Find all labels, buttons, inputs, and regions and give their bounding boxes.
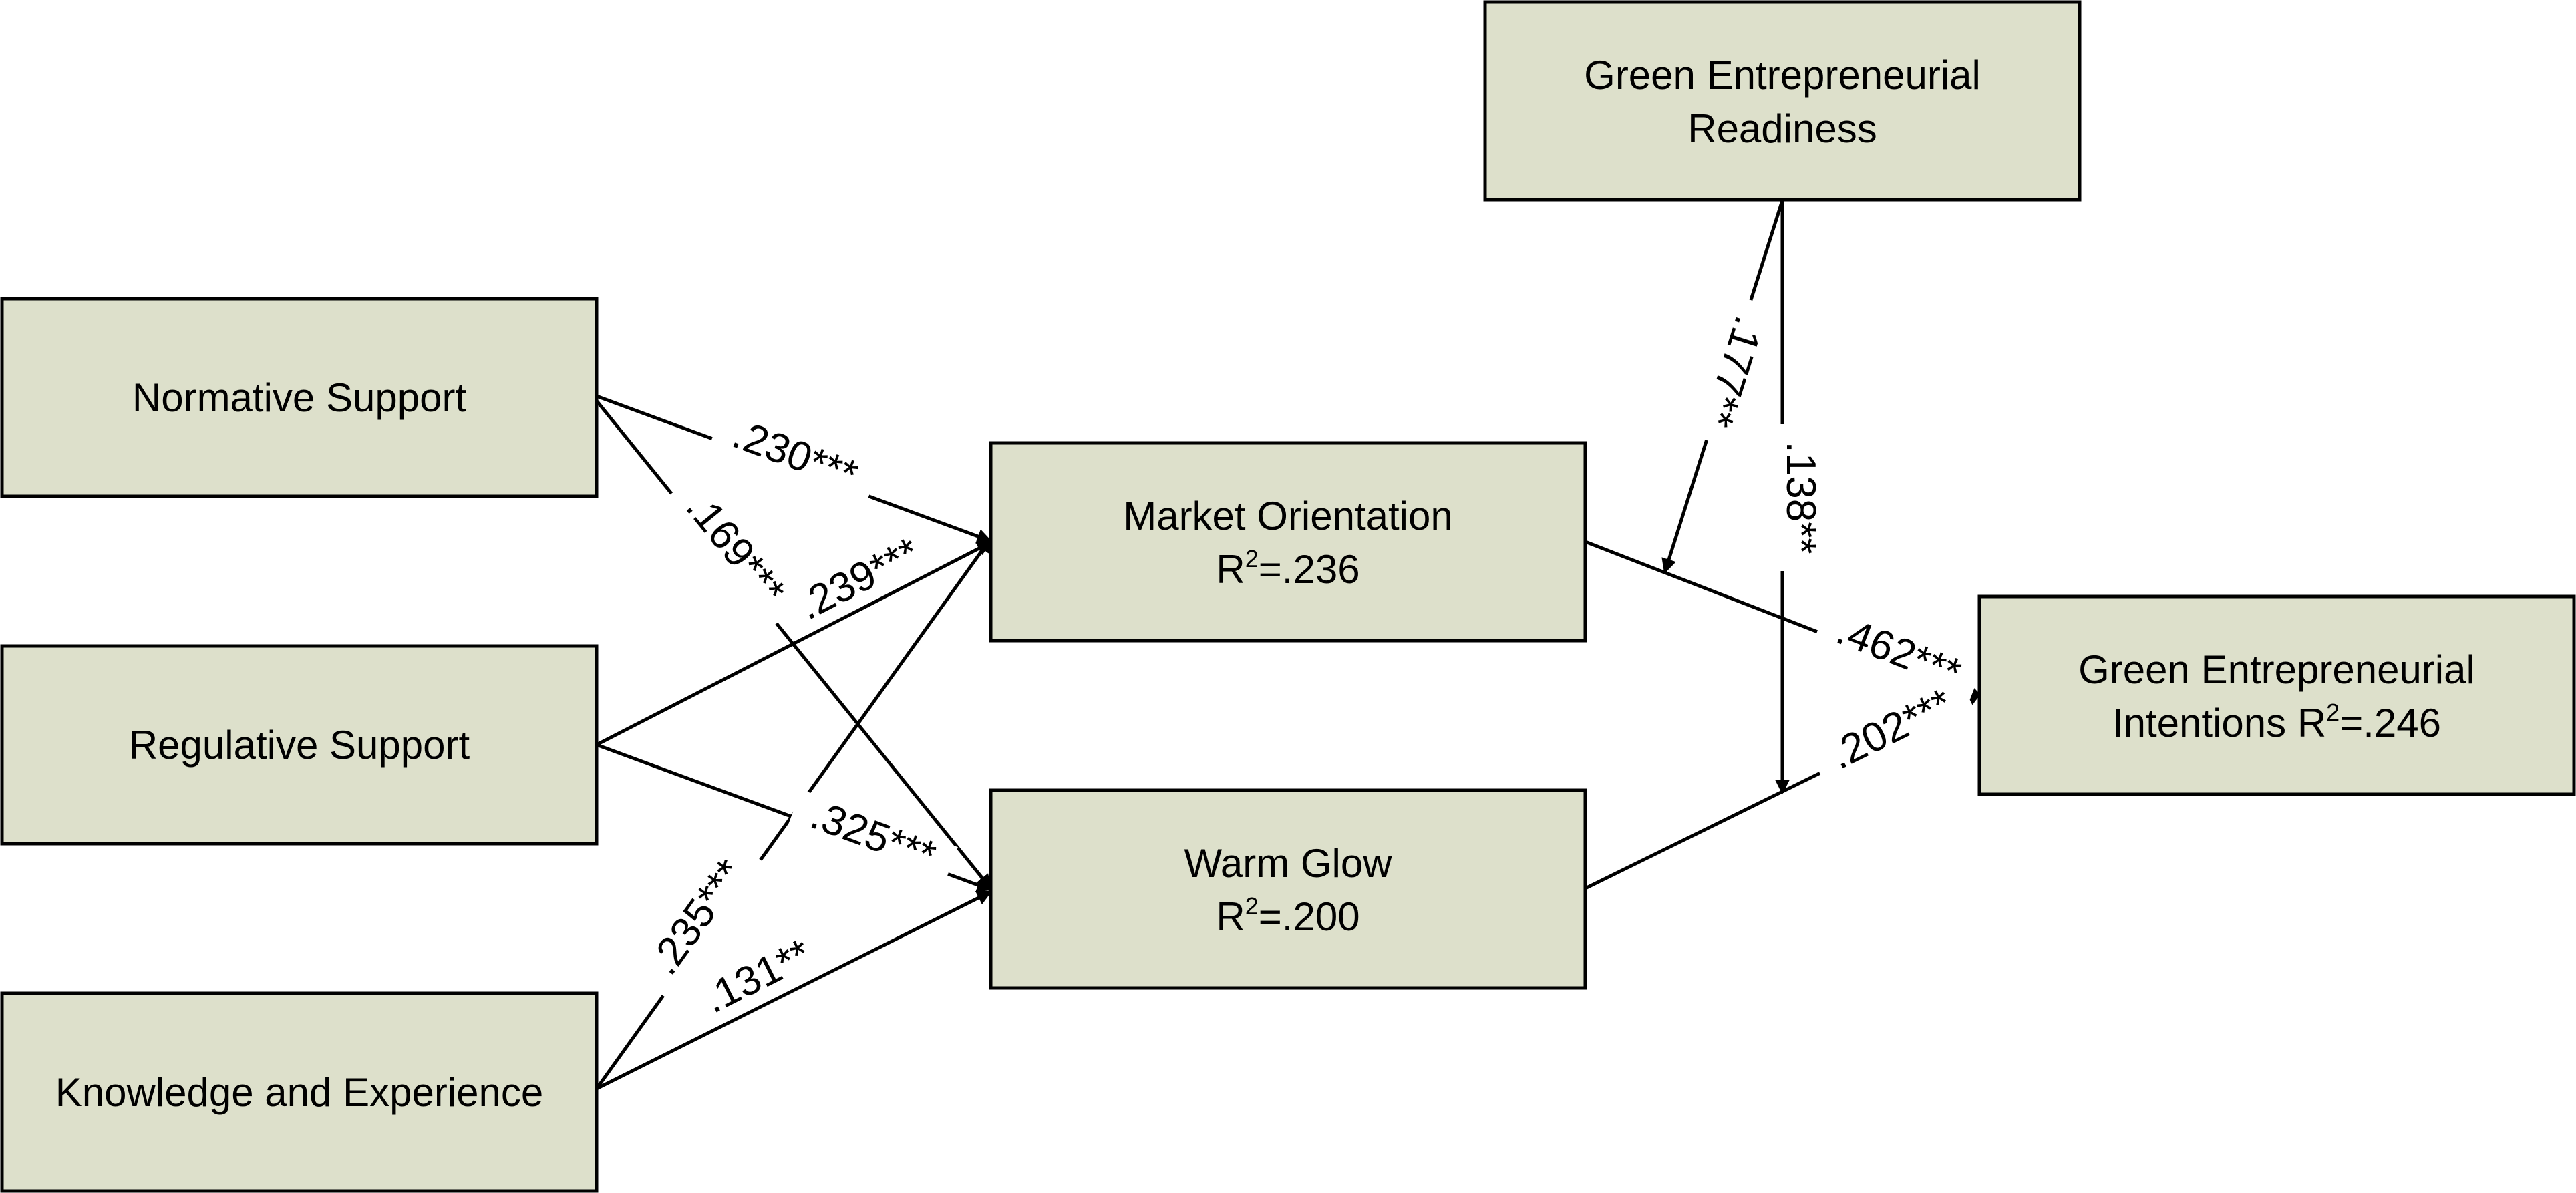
node-knowledge-experience: Knowledge and Experience bbox=[0, 991, 599, 1193]
node-regulative-support-label: Regulative Support bbox=[129, 723, 470, 768]
node-warm-glow-label: Warm Glow bbox=[1184, 841, 1392, 886]
node-market-orientation: Market Orientation R2=.236 bbox=[989, 441, 1587, 643]
node-market-orientation-label: Market Orientation bbox=[1123, 494, 1453, 538]
node-green-entrepreneurial-readiness: Green Entrepreneurial Readiness bbox=[1483, 0, 2082, 202]
node-green-entrepreneurial-intentions: Green Entrepreneurial Intentions R2=.246 bbox=[1977, 594, 2576, 796]
node-normative-support: Normative Support bbox=[0, 297, 599, 498]
node-readiness-label-line2: Readiness bbox=[1687, 106, 1877, 151]
label-readiness-moderates-market: .177** bbox=[1694, 311, 1772, 432]
edge-regulative-to-market bbox=[595, 540, 993, 747]
label-regulative-to-market: .239*** bbox=[791, 529, 927, 629]
node-intentions-label-line1: Green Entrepreneurial bbox=[2078, 647, 2475, 692]
node-normative-support-label: Normative Support bbox=[132, 375, 467, 420]
node-intentions-label-line2: Intentions R2=.246 bbox=[2112, 699, 2441, 745]
edge-knowledge-to-warm bbox=[595, 890, 993, 1091]
node-market-orientation-r2: R2=.236 bbox=[1216, 545, 1359, 592]
label-normative-to-market: .230*** bbox=[727, 411, 864, 498]
node-readiness-label-line1: Green Entrepreneurial bbox=[1584, 53, 1981, 98]
label-readiness-moderates-warm: .138** bbox=[1778, 442, 1824, 554]
node-warm-glow-r2: R2=.200 bbox=[1216, 892, 1359, 939]
label-warm-to-intentions: .202*** bbox=[1823, 680, 1959, 778]
label-normative-to-warm: .169*** bbox=[677, 484, 794, 613]
node-regulative-support: Regulative Support bbox=[0, 644, 599, 846]
node-warm-glow: Warm Glow R2=.200 bbox=[989, 788, 1587, 990]
edge-labels: .230*** .169*** .239*** .325*** .235*** … bbox=[633, 294, 1983, 1030]
node-knowledge-experience-label: Knowledge and Experience bbox=[55, 1070, 544, 1115]
